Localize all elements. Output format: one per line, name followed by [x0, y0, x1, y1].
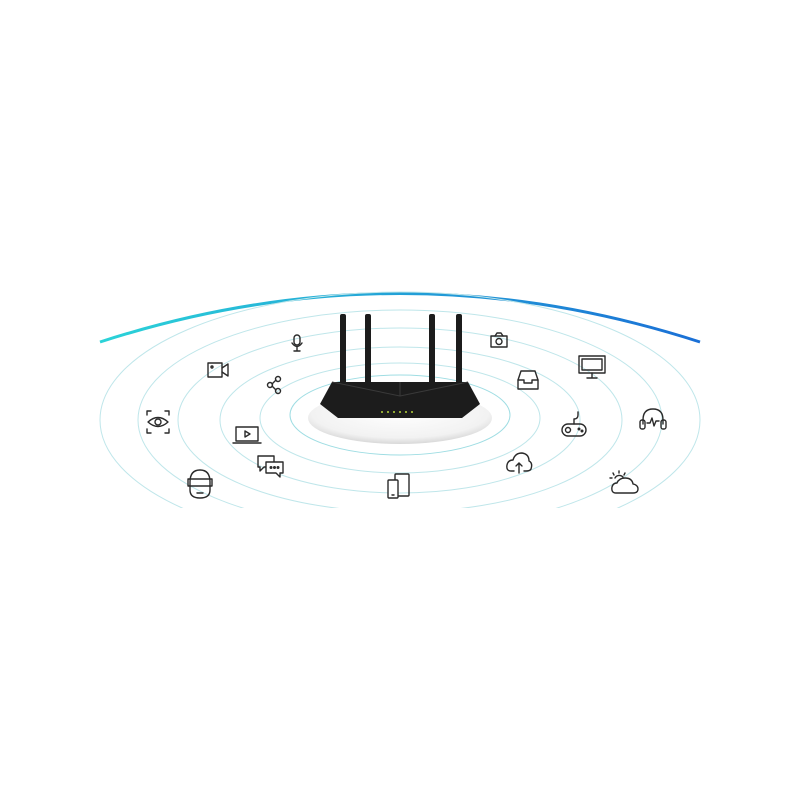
headphones-icon: [639, 408, 667, 430]
microphone-icon: [291, 334, 303, 352]
gamepad-icon: [561, 411, 587, 437]
camera-icon: [490, 332, 508, 348]
eye-scan-icon: [146, 410, 170, 434]
video-camera-icon: [207, 362, 229, 378]
monitor-icon: [578, 355, 606, 379]
signal-rings: [99, 291, 701, 508]
status-leds: [381, 411, 413, 413]
cloud-upload-icon: [506, 452, 533, 474]
inbox-icon: [517, 370, 539, 390]
ring: [177, 327, 623, 508]
outer-coverage-arc: [99, 292, 701, 344]
ring: [219, 346, 581, 494]
router: [308, 314, 492, 444]
antenna: [456, 314, 462, 400]
phone-tablet-icon: [387, 473, 410, 499]
share-icon: [266, 375, 282, 395]
antenna: [340, 314, 346, 400]
antenna: [365, 314, 371, 400]
vr-headset-icon: [187, 469, 213, 499]
ring: [259, 362, 541, 474]
router-body: [320, 382, 480, 418]
antenna: [429, 314, 435, 400]
ring: [99, 291, 701, 508]
laptop-play-icon: [232, 426, 262, 444]
chat-bubbles-icon: [257, 455, 284, 478]
ring: [289, 374, 511, 456]
weather-cloud-icon: [609, 470, 639, 494]
antennas: [340, 314, 462, 400]
